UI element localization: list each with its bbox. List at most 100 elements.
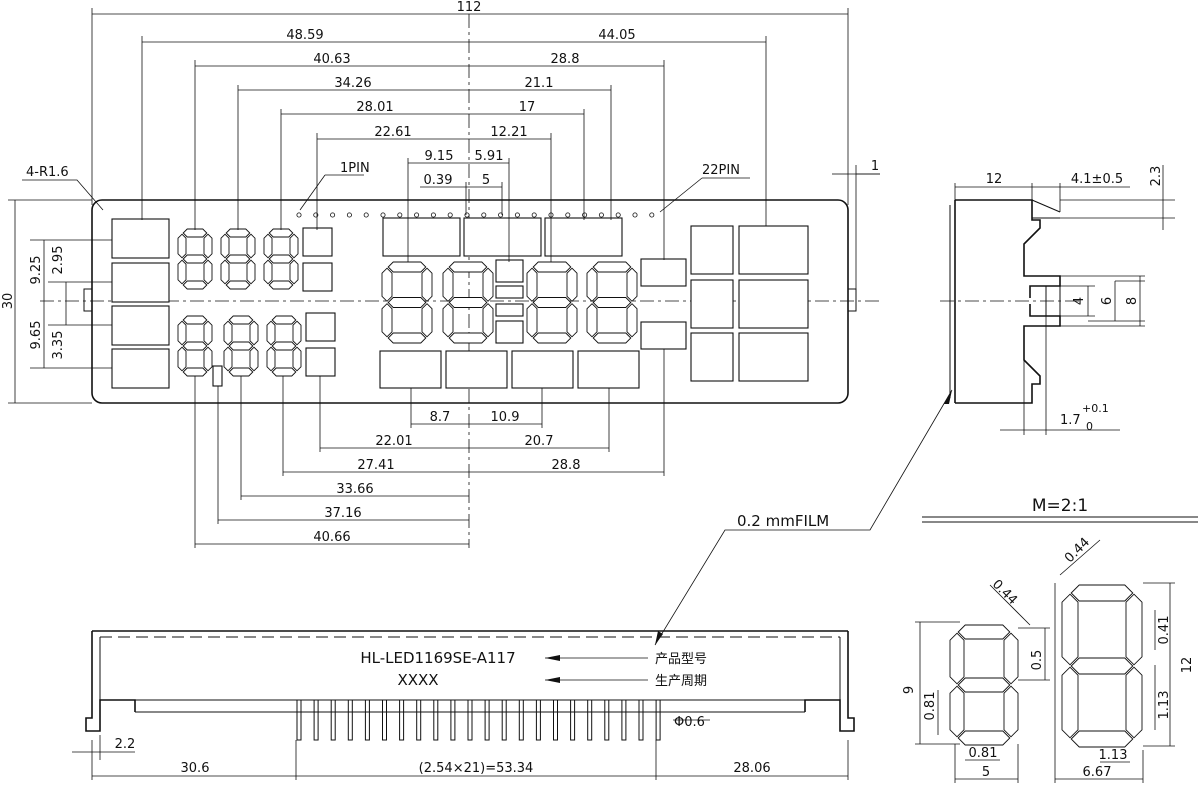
digit-group bbox=[177, 228, 638, 377]
pin-dot bbox=[397, 212, 403, 218]
grid-cell-2 bbox=[738, 225, 809, 275]
digit-lower-3 bbox=[266, 315, 302, 377]
icon-block-b bbox=[302, 262, 333, 292]
icon-block-d bbox=[305, 347, 336, 377]
dim-33-66: 33.66 bbox=[336, 482, 373, 497]
large-seg-bottom: 1.13 bbox=[1099, 748, 1128, 763]
bottom-view: HL-LED1169SE-A117 XXXX 产品型号 生产周期 Φ0.6 2.… bbox=[72, 630, 855, 780]
strip-block-1 bbox=[382, 217, 461, 257]
bottom-pin bbox=[313, 699, 319, 741]
front-dimensions: 112 48.59 44.05 40.63 28.8 34.26 21.1 28… bbox=[1, 0, 880, 548]
digit-upper-2 bbox=[220, 228, 256, 290]
dim-40-66: 40.66 bbox=[313, 530, 350, 545]
side-dim-8: 8 bbox=[1125, 297, 1140, 305]
left-block-1 bbox=[111, 218, 170, 259]
pin-dot bbox=[582, 212, 588, 218]
large-width: 6.67 bbox=[1083, 765, 1112, 780]
dim-right-1: 1 bbox=[871, 159, 879, 174]
bottom-pin bbox=[450, 699, 456, 741]
left-block-3 bbox=[111, 305, 170, 346]
pin-dot bbox=[598, 212, 604, 218]
pin-dot bbox=[330, 212, 336, 218]
bottom-pin bbox=[501, 699, 507, 741]
pin-dot bbox=[632, 212, 638, 218]
digit-big-1 bbox=[381, 261, 433, 344]
dim-5-91: 5.91 bbox=[475, 149, 504, 164]
bottom-pin bbox=[587, 699, 593, 741]
dim-30-6: 30.6 bbox=[181, 761, 210, 776]
side-block-top bbox=[640, 258, 687, 287]
side-dim-4: 4 bbox=[1072, 297, 1087, 305]
pin-dot bbox=[346, 212, 352, 218]
pin-dot bbox=[615, 212, 621, 218]
bottom-pin bbox=[330, 699, 336, 741]
side-view: 12 4.1±0.5 2.3 4 6 8 1.7 +0.1 0 bbox=[940, 165, 1175, 435]
small-stroke: 0.44 bbox=[989, 577, 1020, 608]
bottom-pin bbox=[399, 699, 405, 741]
large-seg-top: 0.41 bbox=[1157, 616, 1172, 645]
label-22pin: 22PIN bbox=[702, 163, 740, 178]
bottom-pin-row bbox=[296, 699, 661, 741]
bottom-block-4 bbox=[577, 350, 640, 389]
dim-44-05: 44.05 bbox=[598, 28, 635, 43]
date-label: 生产周期 bbox=[655, 674, 707, 689]
bottom-pin bbox=[484, 699, 490, 741]
pin-row bbox=[296, 212, 655, 218]
pin-diameter: Φ0.6 bbox=[674, 715, 705, 730]
colon-block-3 bbox=[495, 303, 524, 317]
dim-28-06: 28.06 bbox=[733, 761, 770, 776]
dim-40-63: 40.63 bbox=[313, 52, 350, 67]
digit-big-4 bbox=[586, 261, 638, 344]
bottom-block-3 bbox=[511, 350, 574, 389]
dim-9-15: 9.15 bbox=[425, 149, 454, 164]
pin-dot bbox=[430, 212, 436, 218]
dim-0-39: 0.39 bbox=[424, 173, 453, 188]
bottom-pin bbox=[553, 699, 558, 741]
bottom-pin bbox=[433, 699, 439, 741]
dim-9-25: 9.25 bbox=[29, 256, 44, 285]
bottom-block-2 bbox=[445, 350, 508, 389]
model-number: HL-LED1169SE-A117 bbox=[360, 649, 515, 667]
dim-2-2: 2.2 bbox=[115, 737, 136, 752]
bottom-pin bbox=[604, 699, 610, 741]
pin-dot bbox=[447, 212, 453, 218]
dim-27-41: 27.41 bbox=[357, 458, 394, 473]
side-tol-base: 1.7 bbox=[1060, 413, 1081, 428]
dim-9-65: 9.65 bbox=[29, 321, 44, 350]
digit-detail-small: 5 0.81 9 0.81 0.5 0.44 bbox=[902, 577, 1050, 783]
film-note: 0.2 mmFILM bbox=[654, 389, 953, 646]
dim-20-7: 20.7 bbox=[525, 434, 554, 449]
pin-dot bbox=[565, 212, 571, 218]
right-tab bbox=[847, 288, 857, 312]
left-tab bbox=[83, 288, 93, 312]
digit-detail-large: 6.67 1.13 12 0.41 1.13 0.44 bbox=[1054, 535, 1195, 783]
front-view bbox=[40, 14, 880, 548]
dim-22-61: 22.61 bbox=[374, 125, 411, 140]
strip-block-2 bbox=[463, 217, 542, 257]
small-seg-bottom: 0.81 bbox=[969, 746, 998, 761]
dim-48-59: 48.59 bbox=[286, 28, 323, 43]
left-block-2 bbox=[111, 262, 170, 303]
grid-cell-1 bbox=[690, 225, 734, 275]
bottom-pin bbox=[382, 699, 387, 741]
bottom-pin bbox=[296, 699, 302, 741]
digit-upper-1 bbox=[177, 228, 213, 290]
model-label: 产品型号 bbox=[655, 652, 707, 667]
pin-dot bbox=[380, 212, 386, 218]
digit-upper-3 bbox=[263, 228, 299, 290]
digit-detail-small-shape bbox=[949, 624, 1019, 746]
digit-big-2 bbox=[442, 261, 494, 344]
side-tol-lower: 0 bbox=[1086, 420, 1093, 433]
dim-pitch: (2.54×21)=53.34 bbox=[419, 761, 534, 776]
pin-dot bbox=[649, 212, 655, 218]
bottom-pin bbox=[416, 699, 422, 741]
pin-dot bbox=[514, 212, 520, 218]
icon-block-c bbox=[305, 312, 336, 342]
pin-dot bbox=[481, 212, 487, 218]
bottom-pin bbox=[621, 699, 627, 741]
dim-28-8-bottom: 28.8 bbox=[552, 458, 581, 473]
bottom-pin bbox=[655, 699, 661, 741]
pin-dot bbox=[296, 212, 302, 218]
digit-lower-1 bbox=[177, 315, 213, 377]
